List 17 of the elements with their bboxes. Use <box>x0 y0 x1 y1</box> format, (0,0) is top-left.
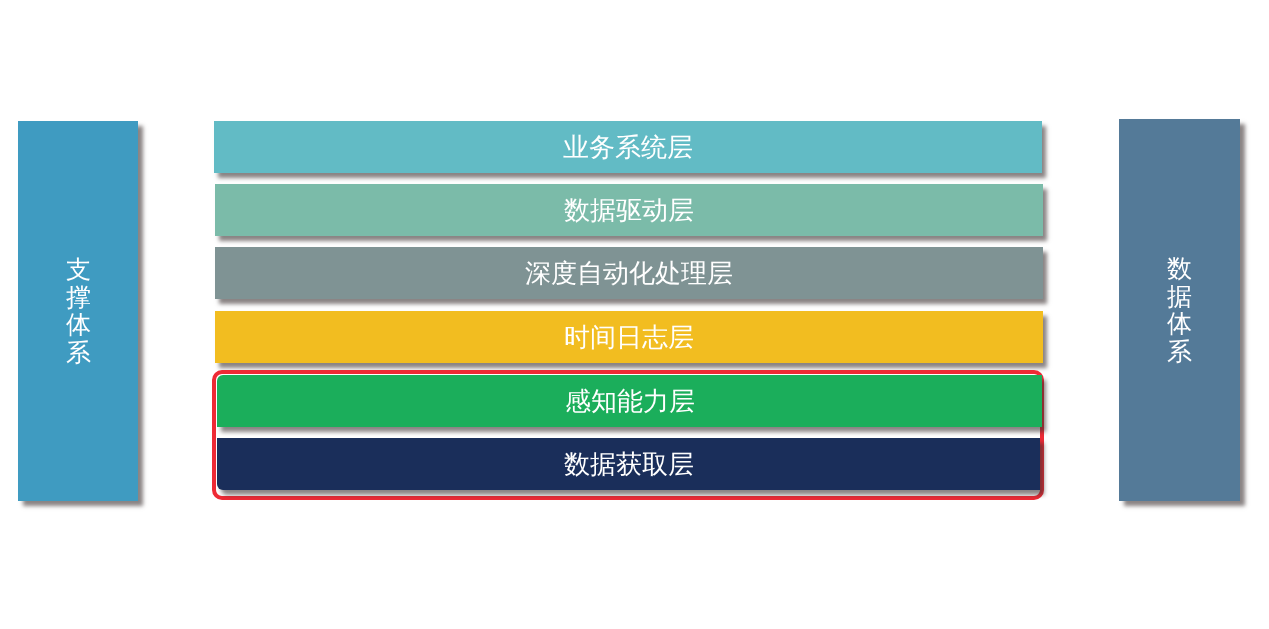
layer-bar <box>214 121 1042 173</box>
layer-bar <box>215 247 1043 299</box>
highlight-frame <box>212 370 1044 500</box>
layer-bar <box>217 375 1042 427</box>
layer-bar <box>215 311 1043 363</box>
layer-label: 深度自动化处理层 <box>525 260 733 286</box>
side-column <box>1119 119 1240 501</box>
layer-label: 时间日志层 <box>564 324 694 350</box>
column-label: 支撑体系 <box>65 256 91 366</box>
layer-bar <box>217 438 1040 490</box>
layer-bar <box>215 184 1043 236</box>
layer-label: 感知能力层 <box>564 388 695 414</box>
layer-label: 数据驱动层 <box>564 197 694 223</box>
column-label: 数据体系 <box>1167 255 1192 365</box>
side-column <box>18 121 138 501</box>
layer-label: 数据获取层 <box>563 451 694 477</box>
layer-label: 业务系统层 <box>563 134 693 160</box>
